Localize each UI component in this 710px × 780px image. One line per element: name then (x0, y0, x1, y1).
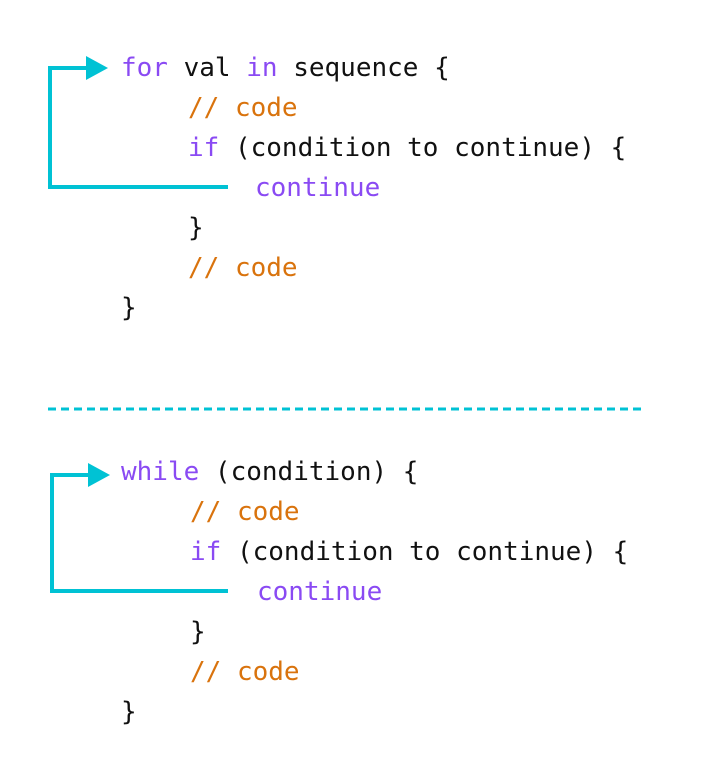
in-keyword: in (246, 53, 278, 83)
for-line-7: } (121, 293, 137, 323)
while-line-7: } (121, 697, 137, 727)
for-sequence-text: sequence { (277, 53, 450, 83)
while-line-2: // code (190, 497, 300, 527)
for-line-5: } (188, 213, 204, 243)
for-if-condition: (condition to continue) { (219, 133, 627, 163)
for-line-2: // code (188, 93, 298, 123)
while-if-keyword: if (190, 537, 222, 567)
while-condition: (condition) { (199, 457, 419, 487)
for-continue-keyword: continue (255, 173, 381, 203)
while-line-4: continue (257, 577, 382, 607)
while-line-3: if (condition to continue) { (190, 537, 628, 567)
while-close-brace: } (121, 697, 137, 727)
for-if-keyword: if (188, 133, 220, 163)
for-line-4: continue (255, 173, 380, 203)
for-var-text: val (167, 53, 247, 83)
while-if-close-brace: } (190, 617, 206, 647)
for-line-6: // code (188, 253, 298, 283)
while-loop-arrowhead (88, 463, 110, 487)
for-comment-1: // code (188, 93, 298, 123)
while-comment-2: // code (190, 657, 300, 687)
for-keyword: for (121, 53, 168, 83)
while-line-1: while (condition) { (121, 457, 418, 487)
for-close-brace: } (121, 293, 137, 323)
while-comment-1: // code (190, 497, 300, 527)
for-comment-2: // code (188, 253, 298, 283)
while-line-6: // code (190, 657, 300, 687)
while-keyword: while (121, 457, 200, 487)
while-loop-connector (50, 473, 228, 593)
for-loop-arrowhead (86, 56, 108, 80)
for-line-3: if (condition to continue) { (188, 133, 626, 163)
while-if-condition: (condition to continue) { (221, 537, 629, 567)
while-line-5: } (190, 617, 206, 647)
for-line-1: for val in sequence { (121, 53, 450, 83)
for-if-close-brace: } (188, 213, 204, 243)
while-continue-keyword: continue (257, 577, 383, 607)
for-loop-connector (48, 66, 228, 189)
